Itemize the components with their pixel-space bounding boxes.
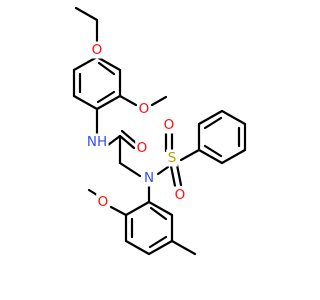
bond xyxy=(197,148,224,165)
bond xyxy=(106,134,122,147)
bond xyxy=(118,134,136,150)
bond xyxy=(169,164,177,188)
bond xyxy=(118,161,142,178)
bond xyxy=(220,148,247,165)
label-mask xyxy=(166,149,178,167)
bond xyxy=(147,239,174,256)
bond xyxy=(72,55,99,72)
label-mask xyxy=(162,116,176,134)
bond xyxy=(120,129,138,145)
sulfonyl-oxygen-label: O xyxy=(164,117,175,133)
bond xyxy=(179,148,201,162)
carbonyl-oxygen-label: O xyxy=(137,140,148,156)
oxygen-atom-label: O xyxy=(98,194,109,210)
bond xyxy=(97,61,116,76)
bond xyxy=(95,55,122,72)
label-mask xyxy=(142,169,156,187)
bond xyxy=(156,165,170,176)
amide-nh-label: NH xyxy=(87,134,107,150)
bond xyxy=(118,94,138,107)
bond xyxy=(148,235,168,249)
label-mask xyxy=(137,100,151,118)
sulfur-atom-label: S xyxy=(168,150,177,166)
oxygen-atom-label: O xyxy=(92,42,103,58)
bond xyxy=(72,94,99,111)
atom-label-layer: O O NH O S O O N O xyxy=(85,41,187,211)
label-mask xyxy=(90,41,104,59)
bond xyxy=(170,239,197,256)
label-mask xyxy=(173,186,187,204)
molecule-structure: O O NH O S O O N O xyxy=(72,6,247,256)
bond xyxy=(87,188,99,197)
oxygen-atom-label: O xyxy=(139,101,150,117)
bond xyxy=(74,6,99,22)
label-mask xyxy=(135,139,149,157)
sulfonyl-oxygen-label: O xyxy=(175,187,186,203)
sulfonamide-nitrogen-label: N xyxy=(144,170,154,186)
label-mask xyxy=(96,193,110,211)
bond xyxy=(95,94,122,111)
bond xyxy=(203,144,223,158)
bond xyxy=(220,109,247,126)
bond xyxy=(203,116,223,130)
label-mask xyxy=(85,133,109,151)
bond xyxy=(124,200,151,217)
bond xyxy=(109,205,128,217)
bond xyxy=(175,163,183,187)
bond xyxy=(197,109,224,126)
bond-layer xyxy=(72,6,247,256)
bond xyxy=(124,239,151,256)
bond xyxy=(96,90,116,104)
bond xyxy=(150,95,168,107)
bond xyxy=(147,200,174,217)
bond xyxy=(149,206,168,221)
